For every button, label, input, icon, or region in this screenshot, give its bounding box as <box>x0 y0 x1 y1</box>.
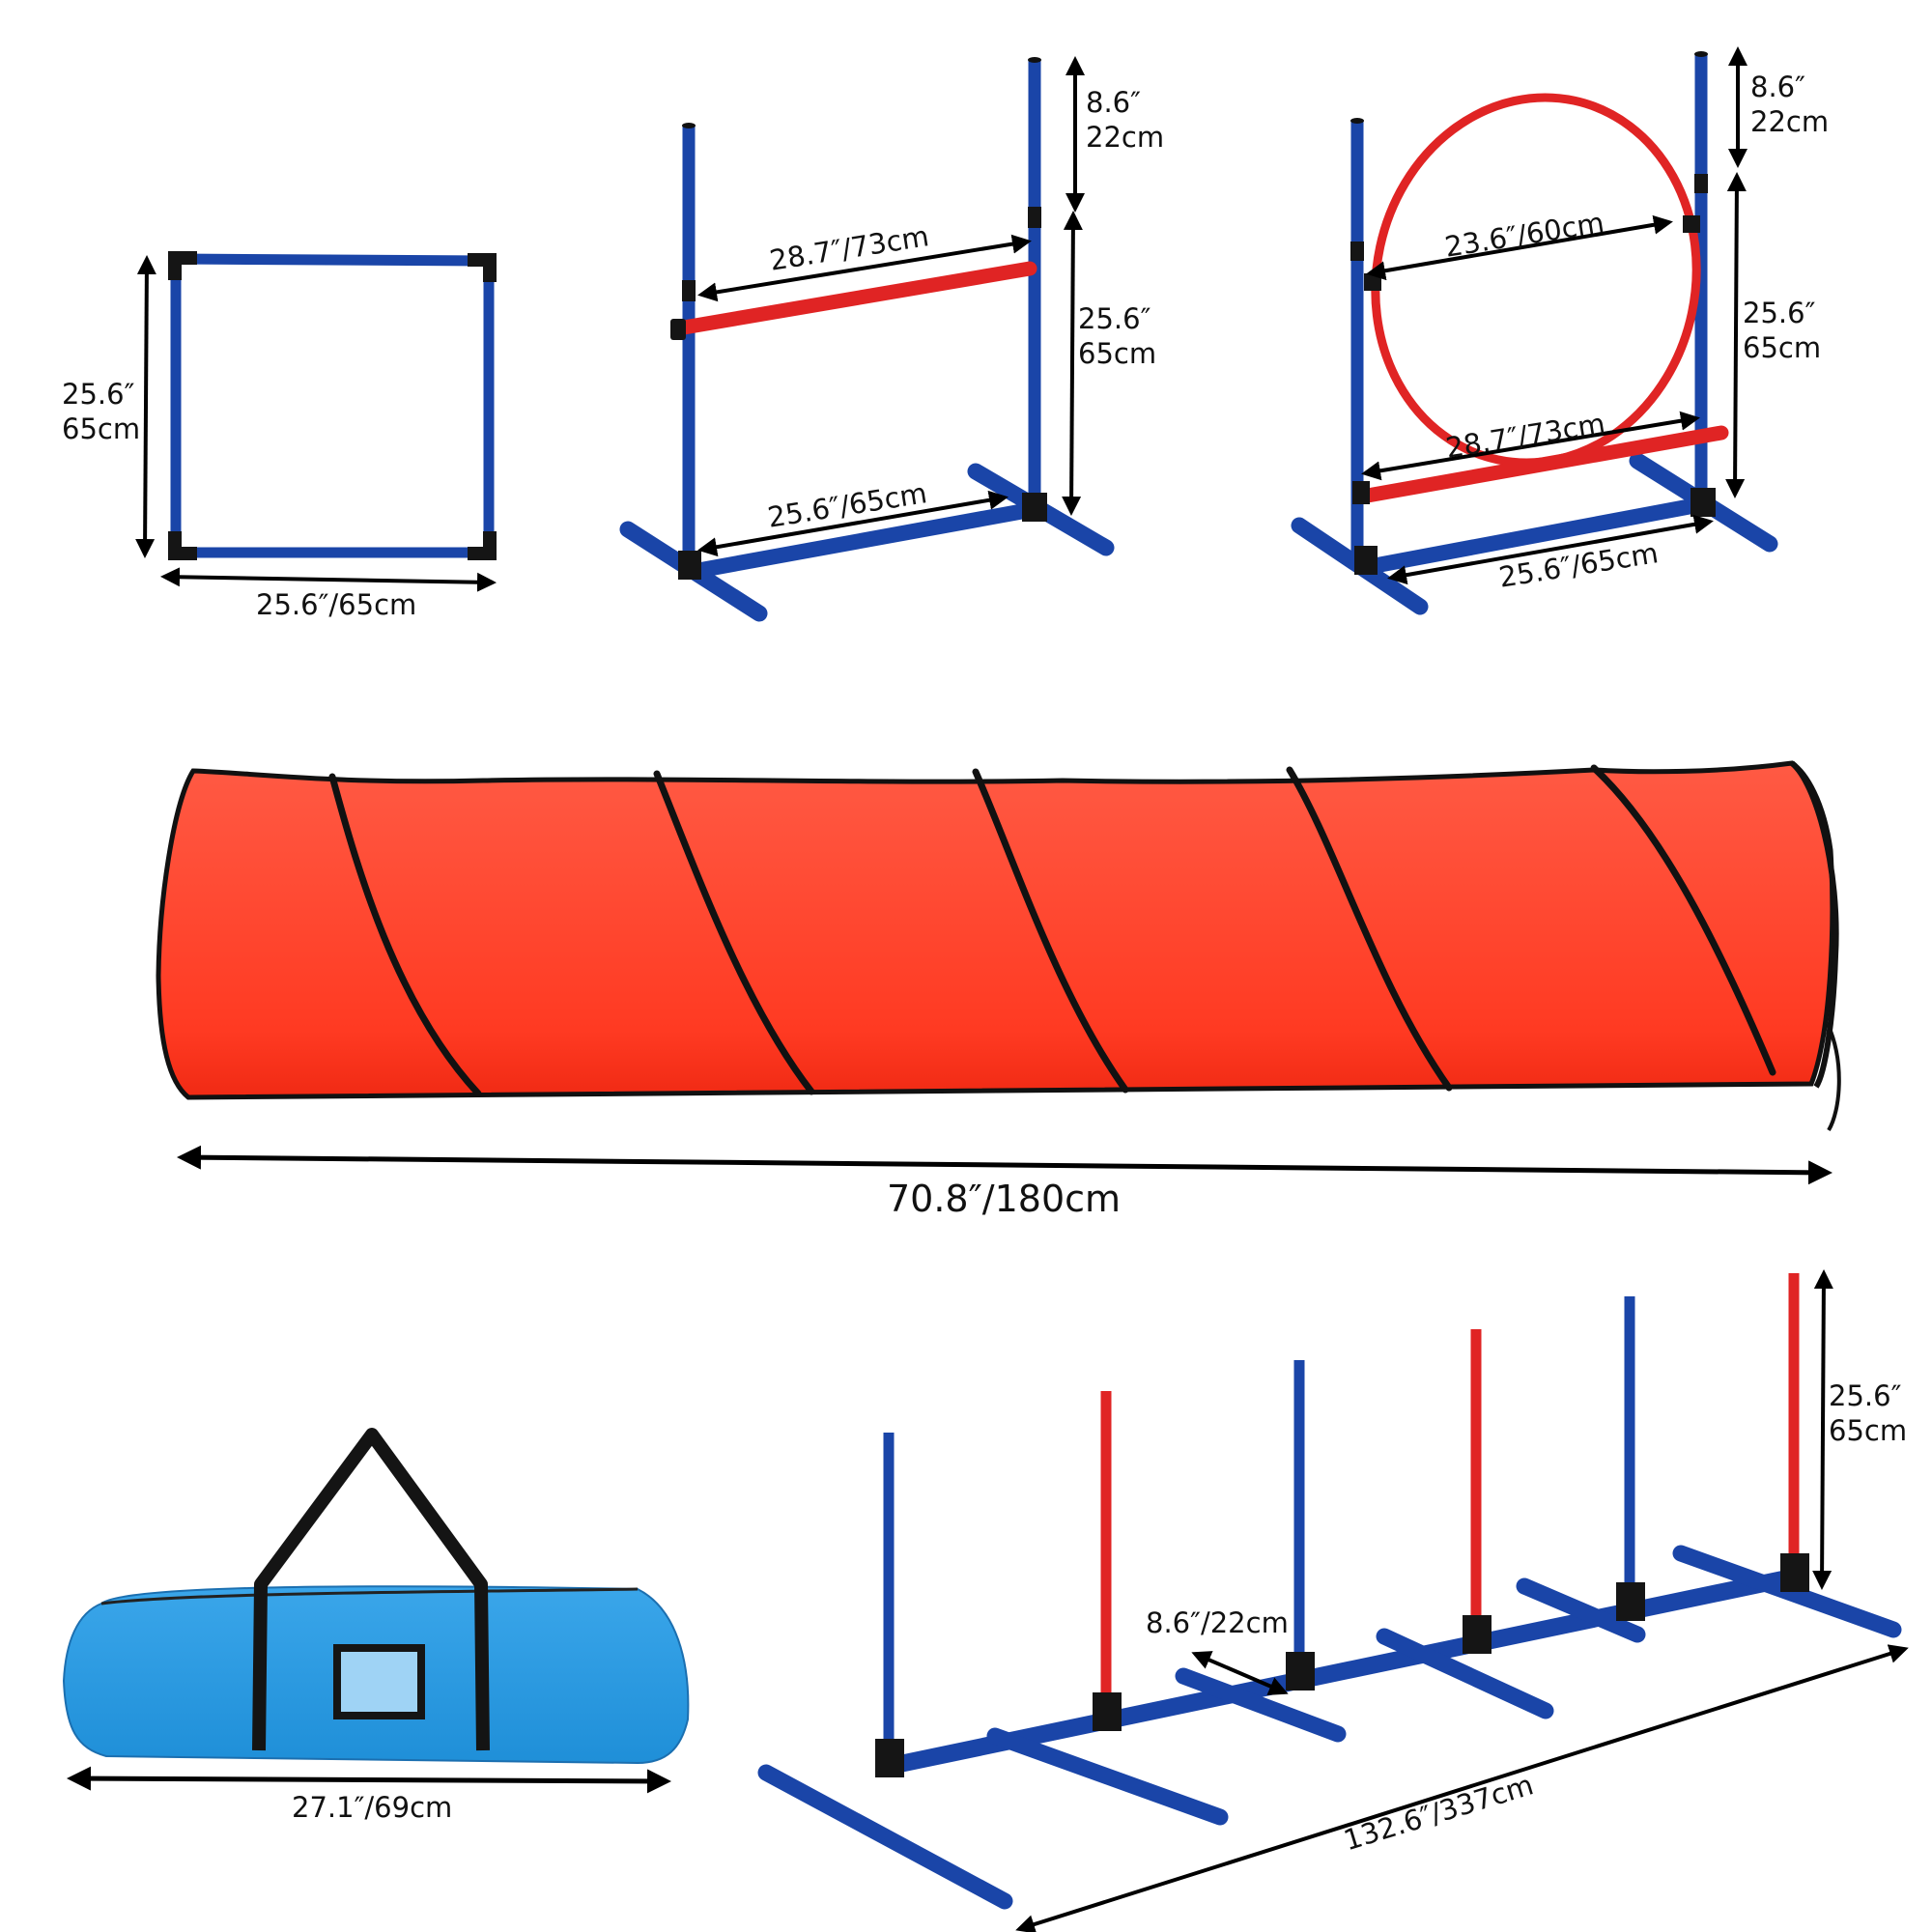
hurdle-top-cm: 22cm <box>1086 121 1165 155</box>
hurdle-height-label: 25.6″ 65cm <box>1078 301 1156 372</box>
agility-tunnel <box>156 760 1841 1185</box>
carry-bag <box>62 1428 690 1794</box>
square-height-cm: 65cm <box>62 412 141 446</box>
hurdle-top-extension-label: 8.6″ 22cm <box>1086 85 1164 156</box>
hoop-jump <box>1291 46 1778 615</box>
hoop-base-arrow <box>1387 514 1714 585</box>
weave-pole-height-label: 25.6″ 65cm <box>1829 1378 1907 1449</box>
hoop-top-extension-label: 8.6″ 22cm <box>1750 70 1829 140</box>
weave-poles <box>757 1269 1909 1932</box>
tunnel-length-arrow <box>177 1145 1833 1185</box>
hoop-height-cm: 65cm <box>1743 331 1822 365</box>
weave-total-length-arrow <box>1015 1644 1909 1932</box>
hurdle-height-arrow <box>1062 211 1083 516</box>
hoop-height-label: 25.6″ 65cm <box>1743 296 1821 366</box>
square-width-label: 25.6″/65cm <box>256 588 417 621</box>
weave-height-inch: 25.6″ <box>1829 1379 1902 1412</box>
square-height-inch: 25.6″ <box>62 378 135 411</box>
tunnel-length-label: 70.8″/180cm <box>887 1178 1122 1220</box>
hoop-height-inch: 25.6″ <box>1743 297 1816 329</box>
square-width-arrow <box>160 567 497 592</box>
high-jump-hurdle <box>619 56 1115 622</box>
square-height-arrow <box>135 255 156 558</box>
corner-connectors <box>168 251 497 560</box>
hoop-bar-arrow <box>1361 411 1700 481</box>
square-height-label: 25.6″ 65cm <box>62 377 140 447</box>
hurdle-height-cm: 65cm <box>1078 337 1157 371</box>
hoop-top-inch: 8.6″ <box>1750 71 1805 103</box>
hoop-diameter-arrow <box>1366 214 1673 281</box>
hurdle-bar-arrow <box>697 234 1032 302</box>
hurdle-top-inch: 8.6″ <box>1086 86 1141 119</box>
hurdle-height-inch: 25.6″ <box>1078 302 1151 335</box>
hoop-top-cm: 22cm <box>1750 105 1830 139</box>
bag-length-arrow <box>67 1766 671 1794</box>
hoop-height-arrow <box>1725 172 1747 498</box>
weave-height-cm: 65cm <box>1829 1414 1908 1448</box>
square-frame <box>135 251 497 592</box>
weave-pole-height-arrow <box>1812 1269 1833 1590</box>
bag-length-label: 27.1″/69cm <box>292 1791 453 1824</box>
weave-foot-length-label: 8.6″/22cm <box>1146 1606 1289 1639</box>
hurdle-base-arrow <box>697 490 1009 557</box>
tunnel-spiral-bands <box>328 764 1776 1097</box>
